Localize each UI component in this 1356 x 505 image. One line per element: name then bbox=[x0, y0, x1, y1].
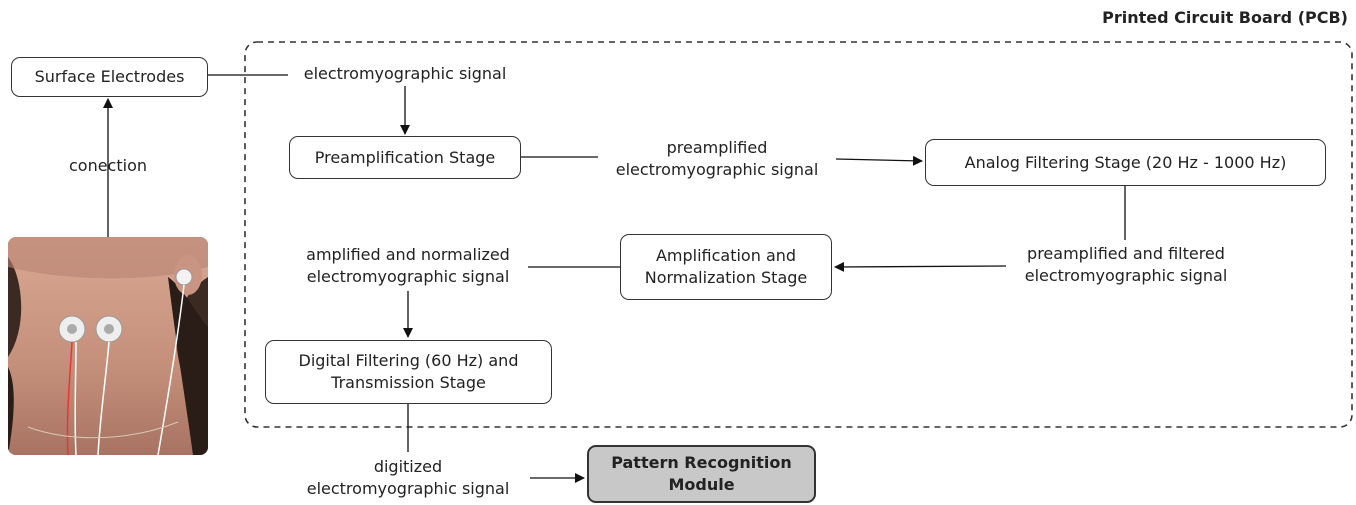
analog-filtering-node: Analog Filtering Stage (20 Hz - 1000 Hz) bbox=[925, 139, 1326, 186]
preamplification-label: Preamplification Stage bbox=[314, 147, 496, 167]
analog-filtering-label: Analog Filtering Stage (20 Hz - 1000 Hz) bbox=[964, 152, 1287, 172]
preamplified-label-2: electromyographic signal bbox=[615, 160, 819, 179]
pattern-recognition-node: Pattern Recognition Module bbox=[587, 445, 816, 503]
filtered-label-1: preamplified and filtered bbox=[1027, 244, 1225, 263]
digital-filtering-label-1: Digital Filtering (60 Hz) and bbox=[298, 351, 519, 370]
amplification-node: Amplification and Normalization Stage bbox=[620, 234, 832, 300]
pattern-recognition-label-1: Pattern Recognition bbox=[611, 453, 792, 472]
connection-label: conection bbox=[68, 156, 147, 175]
preamplification-node: Preamplification Stage bbox=[289, 136, 521, 179]
surface-electrodes-node: Surface Electrodes bbox=[11, 57, 208, 97]
pattern-recognition-label-2: Module bbox=[668, 475, 735, 494]
filtered-label-2: electromyographic signal bbox=[1024, 266, 1228, 285]
pcb-title: Printed Circuit Board (PCB) bbox=[1102, 8, 1348, 27]
filtered-arrow bbox=[834, 261, 1007, 272]
digital-filtering-node: Digital Filtering (60 Hz) and Transmissi… bbox=[265, 340, 552, 404]
amplification-label-2: Normalization Stage bbox=[644, 268, 808, 287]
preamplified-signal-label: preamplified electromyographic signal bbox=[598, 137, 836, 181]
electrode-photo bbox=[8, 237, 208, 455]
normalized-label-2: electromyographic signal bbox=[306, 267, 510, 286]
emg-signal-label: electromyographic signal bbox=[303, 64, 507, 83]
digitized-label-2: electromyographic signal bbox=[306, 479, 510, 498]
digital-filtering-label-2: Transmission Stage bbox=[331, 373, 486, 392]
preamplified-label-1: preamplified bbox=[666, 138, 768, 157]
pcb-boundary bbox=[244, 41, 1353, 428]
normalized-label-1: amplified and normalized bbox=[306, 245, 510, 264]
surface-electrodes-label: Surface Electrodes bbox=[34, 67, 185, 86]
amplification-label-1: Amplification and bbox=[655, 246, 797, 265]
filtered-signal-label: preamplified and filtered electromyograp… bbox=[1004, 243, 1248, 287]
digitized-signal-label: digitized electromyographic signal bbox=[288, 456, 528, 500]
electrode-3 bbox=[175, 268, 193, 286]
digitized-label-1: digitized bbox=[373, 457, 443, 476]
normalized-signal-label: amplified and normalized electromyograph… bbox=[288, 244, 528, 288]
preamp-arrow bbox=[835, 155, 923, 166]
